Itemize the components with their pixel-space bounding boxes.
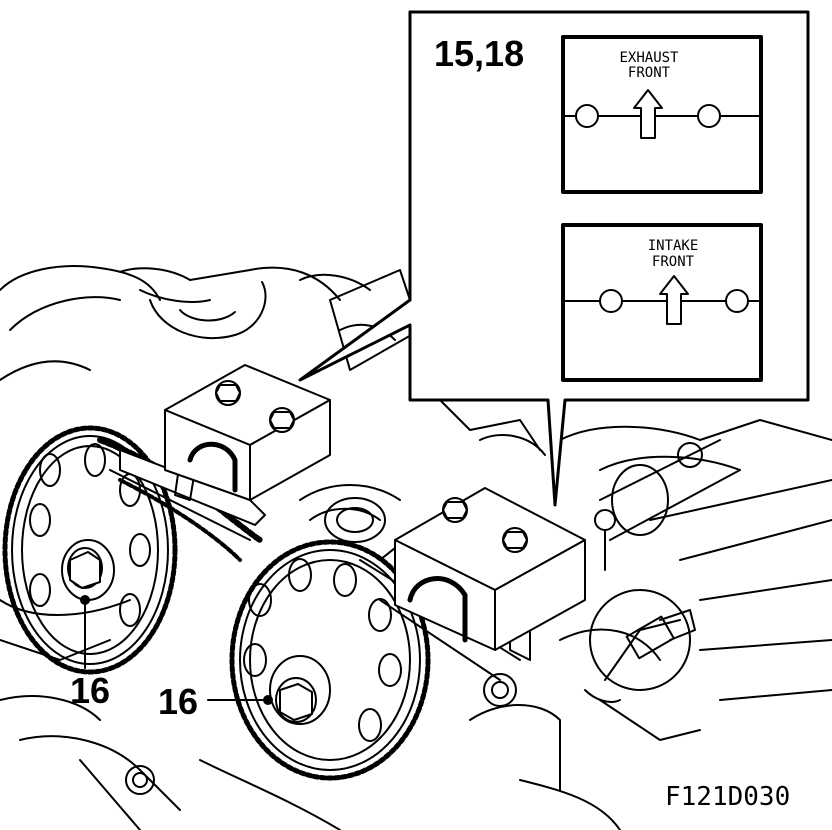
bolt-label-exhaust: 16 [70, 670, 110, 711]
label-leaders [80, 595, 273, 705]
camshaft-tool-intake [394, 487, 586, 651]
intake-camshaft-sprocket [229, 539, 431, 781]
intake-label-line2: FRONT [652, 254, 695, 270]
exhaust-camshaft-sprocket [2, 425, 178, 675]
intake-label-line1: INTAKE [648, 238, 699, 254]
intake-front-panel [561, 223, 763, 382]
bolt-label-intake: 16 [158, 681, 198, 722]
exhaust-front-panel [561, 35, 763, 194]
camshaft-tool-exhaust [164, 364, 331, 501]
figure-code: F121D030 [665, 782, 790, 812]
step-label: 15,18 [434, 33, 524, 74]
exhaust-label-line1: EXHAUST [619, 50, 679, 66]
sensor-plug [584, 589, 696, 703]
exhaust-label-line2: FRONT [628, 65, 671, 81]
